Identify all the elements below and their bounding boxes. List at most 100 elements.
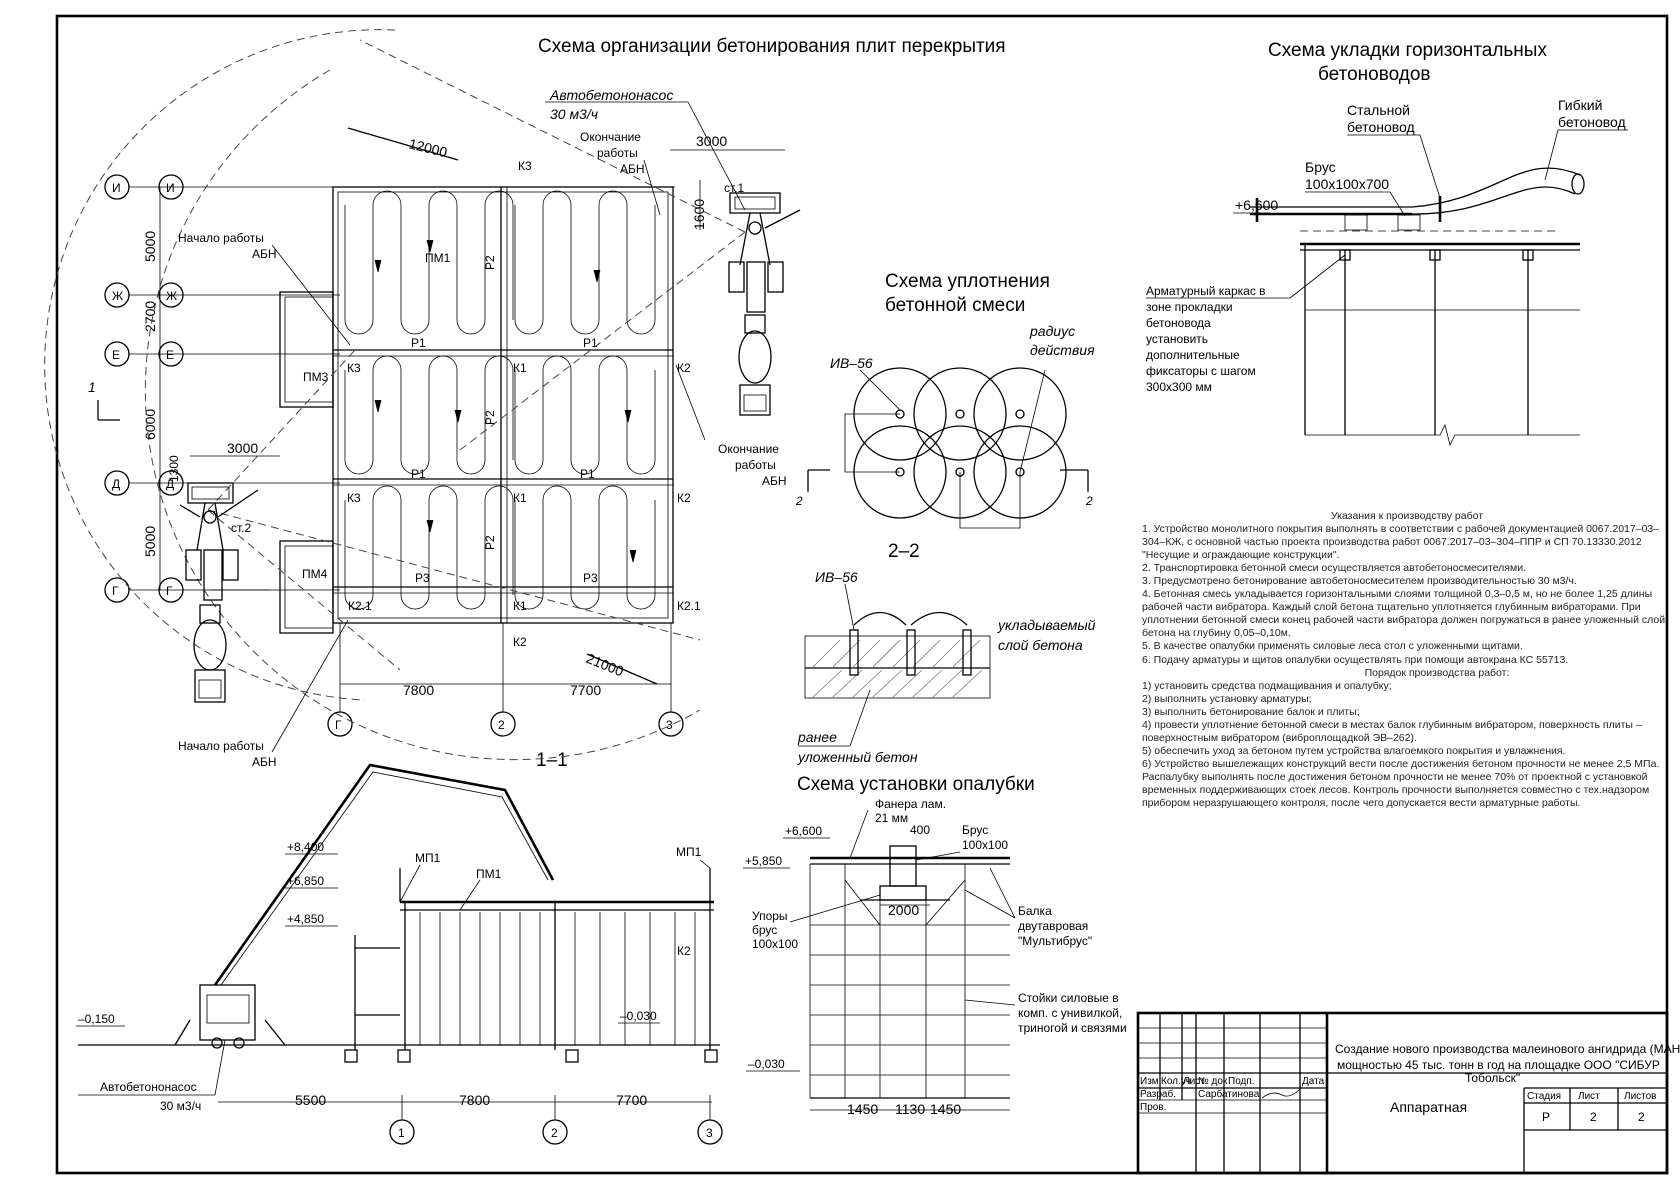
k2-label-2: К2 [677,491,691,505]
pump-rate-plan: 30 м3/ч [550,106,598,122]
order-3: 3) выполнить бетонирование балок и плиты… [1142,705,1360,718]
concreting-plan: И И Ж Ж Е Е Д Д Г Г 5000 2700 6000 5000 [44,29,801,769]
dim-7700-plan: 7700 [570,682,601,698]
p2-label-mid: Р2 [483,410,497,425]
formwork-scheme: Фанера лам. 21 мм 400 Брус 100х100 +6,60… [743,797,1127,1117]
pm1-section-label: ПМ1 [476,867,502,881]
compaction-title-2: бетонной смеси [885,295,1025,316]
mp1-label-left: МП1 [415,851,441,865]
steel-pipe-label-2: бетоновод [1347,119,1415,135]
sheets-value: 2 [1638,1110,1645,1124]
mp1-label-right: МП1 [676,845,702,859]
p2-label-top: Р2 [483,255,497,270]
end-work-right-2: работы [735,458,776,472]
dim-1600: 1600 [691,199,707,230]
section-1-1: +8,400 +6,850 +4,850 –0,150 –0,030 МП1 М… [76,763,723,1145]
supports-label-2: 100х100 [752,937,798,951]
k3-label-mid: К3 [347,361,361,375]
horizontal-pipe-scheme: Стальной бетоновод Гибкий бетоновод Брус… [1146,97,1628,447]
dim-6000: 6000 [142,409,158,440]
note-6: 6. Подачу арматуры и щитов опалубки осущ… [1142,653,1569,666]
elev-5850: +5,850 [745,854,782,868]
order-title: Порядок производства работ: [1364,666,1510,679]
p1-label-3: Р1 [411,467,426,481]
beam-label-2: 100х100х700 [1305,176,1389,192]
order-4: 4) провести уплотнение бетонной смеси в … [1142,718,1642,744]
k3-label-low: К3 [347,491,361,505]
pump-label-plan: Автобетононасос [549,87,673,103]
elev-6600-pipes: +6,600 [1235,197,1278,213]
formwork-dim-1450-a: 1450 [847,1101,878,1117]
plywood-label: Фанера лам. [875,797,946,811]
pm3-label: ПМ3 [303,370,329,384]
sheet-value: 2 [1590,1110,1597,1124]
end-work-top-1: Окончание [580,130,641,144]
layer-label-2: слой бетона [998,637,1083,653]
flex-pipe-label-1: Гибкий [1558,97,1602,113]
brus-label-1: Брус [962,823,988,837]
axis-label-d: Д [112,477,120,491]
axis-label-e-2: Е [166,348,174,362]
sheet-name: Аппаратная [1390,1099,1467,1115]
main-title: Схема организации бетонирования плит пер… [538,36,1006,57]
pipe-note-1: зоне прокладки [1146,300,1233,314]
col-list: Лист [1183,1076,1205,1087]
compaction-title: Схема уплотнения [885,271,1050,292]
k2-label-3: К2 [513,635,527,649]
steel-pipe-label-1: Стальной [1347,102,1410,118]
pm1-plan-label: ПМ1 [425,251,451,265]
dim-3000-left: 3000 [227,440,258,456]
horizontal-title-2: бетоноводов [1318,64,1431,85]
order-1: 1) установить средства подмащивания и оп… [1142,679,1392,692]
dim-3000-top: 3000 [696,133,727,149]
flex-pipe-label-2: бетоновод [1558,114,1626,130]
axis-bottom-g: Г [335,718,342,732]
concrete-pump-station-1: 3000 1600 ст.1 [670,133,801,416]
action-label: действия [1030,342,1095,358]
col-izm: Изм. [1140,1076,1161,1087]
axis-bottom-3: 3 [666,718,673,732]
pipe-note-6: 300х300 мм [1146,380,1212,394]
note-3: 3. Предусмотрено бетонирование автобетон… [1142,575,1577,588]
sheets-header: Листов [1624,1091,1657,1102]
section-1-1-label: 1–1 [536,750,568,771]
k1-label-2: К1 [513,491,527,505]
pipe-note-4: дополнительные [1146,348,1240,362]
start-work-bottom-1: Начало работы [178,739,264,753]
iv56-section-label: ИВ–56 [815,569,858,585]
dim-1300: 1300 [167,455,181,482]
start-work-top-1: Начало работы [178,231,264,245]
axis-label-i-2: И [166,181,175,195]
stage-header: Стадия [1527,1091,1561,1102]
col-podp: Подп. [1228,1076,1255,1087]
formwork-title: Схема установки опалубки [797,774,1035,795]
posts-label-2: триногой и связями [1018,1021,1127,1035]
axis-label-g: Г [112,584,119,598]
k21-label-2: К2.1 [677,599,701,613]
note-4: 4. Бетонная смесь укладывается горизонта… [1142,588,1666,640]
pump-rate-section: 30 м3/ч [160,1099,201,1113]
start-work-bottom-2: АБН [252,755,277,769]
elev-6850: +6,850 [287,874,324,888]
end-work-right-1: Окончание [718,442,779,456]
elev-6600-formwork: +6,600 [785,824,822,838]
posts-label-1: комп. с унивилкой, [1018,1006,1122,1020]
axis-bottom-2: 2 [498,718,505,732]
formwork-dim-1130: 1130 [895,1101,925,1117]
plywood-mm-label: 21 мм [875,811,908,825]
beam-type-label-0: Балка [1018,904,1052,918]
formwork-dim-1450-b: 1450 [930,1101,961,1117]
p1-label-2: Р1 [583,336,598,350]
prev-concrete-1: ранее [797,729,837,745]
posts-label-0: Стойки силовые в [1018,991,1119,1005]
st2-label: ст.2 [231,521,252,535]
pipe-note-3: установить [1146,332,1208,346]
p1-label-1: Р1 [411,336,426,350]
section-axis-1: 1 [398,1126,405,1140]
elev-4850: +4,850 [287,912,324,926]
p3-label-2: Р3 [583,571,598,585]
cut-2-left: 2 [795,494,803,508]
dim-5000-bottom: 5000 [142,526,158,557]
project-line-2: мощностью 45 тыс. тонн в год на площадке… [1337,1058,1660,1072]
